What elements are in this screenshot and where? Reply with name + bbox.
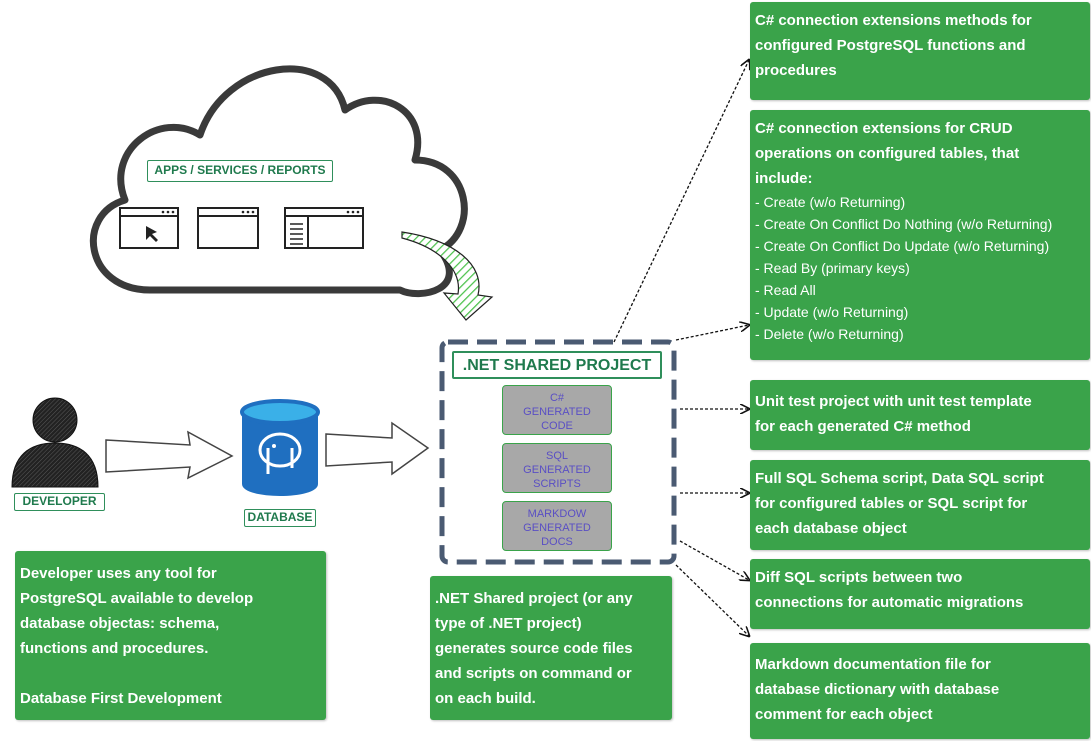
output-line: Unit test project with unit test templat… (755, 393, 1032, 410)
database-icon (240, 399, 320, 496)
item-line: GENERATED (523, 522, 591, 534)
csharp-generated-code: C# GENERATED CODE (502, 385, 612, 435)
output-line: database dictionary with database (755, 681, 1000, 698)
item-line: CODE (541, 420, 573, 432)
note-line: .NET Shared project (or any (435, 590, 633, 607)
item-line: MARKDOW (527, 508, 587, 520)
project-note: .NET Shared project (or any type of .NET… (430, 576, 672, 720)
output-markdown: Markdown documentation file for database… (750, 643, 1090, 739)
item-line: GENERATED (523, 406, 591, 418)
note-line: functions and procedures. (20, 640, 209, 657)
project-title: .NET SHARED PROJECT (452, 351, 662, 379)
database-label: DATABASE (244, 509, 316, 527)
developer-label: DEVELOPER (14, 493, 105, 511)
crud-item: - Delete (w/o Returning) (755, 326, 904, 342)
output-line: include: (755, 170, 813, 187)
markdown-generated-docs: MARKDOW GENERATED DOCS (502, 501, 612, 551)
output-crud: C# connection extensions for CRUD operat… (750, 110, 1090, 360)
output-line: each database object (755, 520, 907, 537)
output-tests: Unit test project with unit test templat… (750, 380, 1090, 450)
note-line: generates source code files (435, 640, 633, 657)
developer-to-db-arrow (105, 430, 234, 480)
connector-arrows (613, 60, 749, 636)
output-methods: C# connection extensions methods for con… (750, 2, 1090, 100)
output-line: Full SQL Schema script, Data SQL script (755, 470, 1044, 487)
note-line (20, 661, 321, 686)
cursor-icon (146, 226, 158, 242)
output-line: comment for each object (755, 706, 933, 723)
crud-item: - Read By (primary keys) (755, 260, 910, 276)
db-to-project-arrow (325, 421, 430, 476)
curved-arrow (401, 231, 494, 321)
output-schema: Full SQL Schema script, Data SQL script … (750, 460, 1090, 550)
crud-item: - Create On Conflict Do Update (w/o Retu… (755, 238, 1050, 254)
crud-item: - Create On Conflict Do Nothing (w/o Ret… (755, 216, 1053, 232)
note-line: Database First Development (20, 690, 222, 707)
note-line: Developer uses any tool for (20, 565, 217, 582)
item-line: SCRIPTS (533, 478, 581, 490)
note-line: type of .NET project) (435, 615, 582, 632)
sql-generated-scripts: SQL GENERATED SCRIPTS (502, 443, 612, 493)
output-line: configured PostgreSQL functions and (755, 37, 1026, 54)
note-line: and scripts on command or (435, 665, 632, 682)
output-line: Markdown documentation file for (755, 656, 991, 673)
output-line: for each generated C# method (755, 418, 971, 435)
item-line: C# (549, 392, 565, 404)
item-line: SQL (545, 450, 568, 462)
crud-item: - Create (w/o Returning) (755, 194, 906, 210)
developer-note: Developer uses any tool for PostgreSQL a… (15, 551, 326, 720)
crud-item: - Read All (755, 282, 816, 298)
crud-item: - Update (w/o Returning) (755, 304, 909, 320)
project-container (439, 339, 677, 565)
output-line: operations on configured tables, that (755, 145, 1020, 162)
item-line: GENERATED (523, 464, 591, 476)
output-line: Diff SQL scripts between two (755, 569, 963, 586)
note-line: on each build. (435, 690, 536, 707)
note-line: PostgreSQL available to develop (20, 590, 254, 607)
developer-icon (11, 397, 99, 488)
item-line: DOCS (541, 536, 573, 548)
app-window-icons (119, 207, 364, 249)
output-line: connections for automatic migrations (755, 594, 1024, 611)
output-line: procedures (755, 62, 837, 79)
note-line: database objectas: schema, (20, 615, 220, 632)
output-line: for configured tables or SQL script for (755, 495, 1028, 512)
output-line: C# connection extensions methods for (755, 12, 1032, 29)
cloud-label: APPS / SERVICES / REPORTS (147, 160, 333, 182)
output-line: C# connection extensions for CRUD (755, 120, 1013, 137)
output-diff: Diff SQL scripts between two connections… (750, 559, 1090, 629)
